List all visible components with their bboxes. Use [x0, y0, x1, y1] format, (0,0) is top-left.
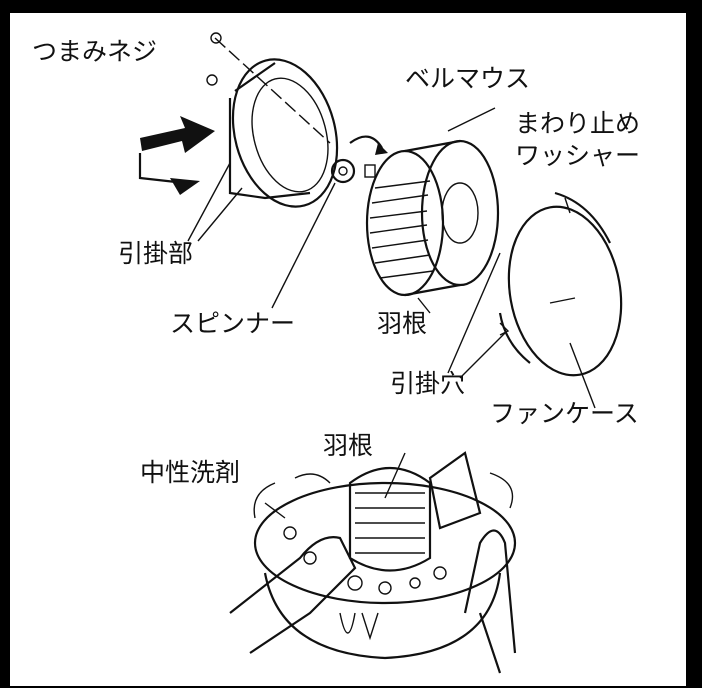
- label-hook-part: 引掛部: [118, 239, 194, 268]
- diagram-panel: つまみネジ ベルマウス まわり止め ワッシャー 引掛部 スピンナー 羽根 引掛穴…: [10, 13, 686, 686]
- fan-blade-drawing: [365, 107, 500, 314]
- label-fan-case: ファンケース: [490, 399, 639, 428]
- bell-mouth-drawing: [206, 32, 339, 208]
- spinner-drawing: [271, 135, 388, 309]
- washing-scene-drawing: [229, 451, 517, 674]
- label-spinner: スピンナー: [170, 309, 296, 338]
- label-hook-hole: 引掛穴: [390, 369, 466, 398]
- fan-disassembly-illustration: [138, 32, 623, 674]
- label-anti-rotation-washer-line2: ワッシャー: [515, 141, 641, 170]
- label-blade: 羽根: [377, 309, 428, 338]
- label-neutral-detergent: 中性洗剤: [140, 458, 241, 487]
- label-knob-screw: つまみネジ: [32, 37, 158, 66]
- label-blade-washing: 羽根: [323, 431, 374, 460]
- label-anti-rotation-washer-line1: まわり止め: [515, 109, 641, 138]
- hook-arrows: [138, 116, 243, 242]
- label-bell-mouth: ベルマウス: [405, 64, 531, 93]
- fan-case-drawing: [447, 191, 623, 409]
